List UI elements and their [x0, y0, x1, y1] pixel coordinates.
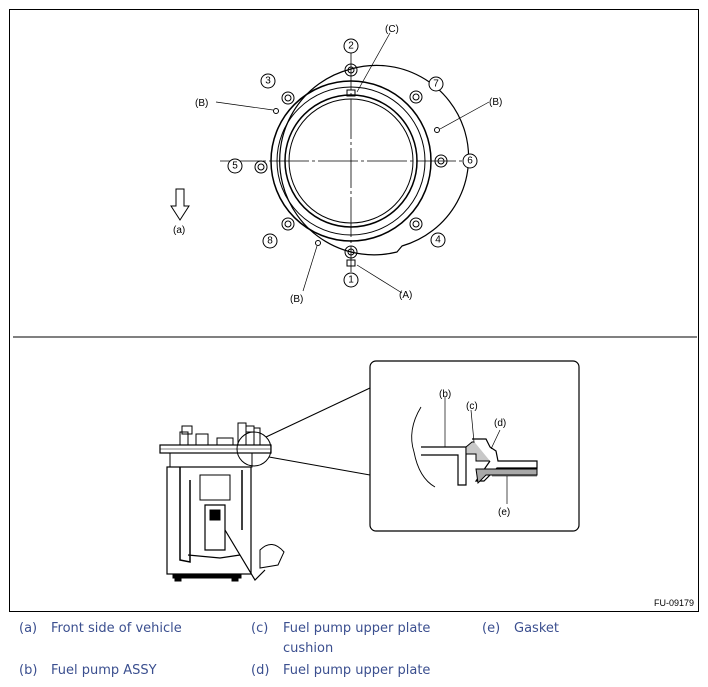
badge-8: 8 [262, 233, 278, 249]
svg-text:4: 4 [435, 235, 441, 246]
legend: (a) Front side of vehicle (b) Fuel pump … [0, 618, 708, 687]
callout-B-right: (B) [489, 97, 502, 108]
callout-e: (e) [498, 507, 510, 518]
bolt-2 [344, 63, 358, 77]
bolt-3 [281, 91, 295, 105]
flange-top-view [270, 64, 470, 256]
detail-box [369, 360, 580, 532]
svg-text:6: 6 [467, 156, 473, 167]
bolt-7 [409, 90, 423, 104]
mark-holes [273, 108, 440, 246]
svg-text:5: 5 [232, 161, 238, 172]
badge-6: 6 [462, 153, 478, 169]
bolt-6 [434, 154, 448, 168]
callout-b: (b) [439, 389, 451, 400]
callout-B-bottom: (B) [290, 294, 303, 305]
diagram-frame: 1 2 3 4 5 6 7 8 (C) (B) (B) (B) (A) (a) [9, 9, 699, 612]
legend-key: (d) [251, 663, 270, 678]
svg-text:8: 8 [267, 236, 273, 247]
alignment-tabs [346, 89, 356, 267]
legend-key: (a) [19, 621, 38, 636]
diagram-svg: 1 2 3 4 5 6 7 8 (C) (B) (B) (B) (A) (a) [13, 24, 697, 582]
callout-C: (C) [385, 24, 399, 35]
svg-text:2: 2 [348, 41, 354, 52]
callout-A: (A) [399, 290, 412, 301]
front-arrow-icon [170, 188, 190, 221]
bolt-number-badges: 1 2 3 4 5 6 7 8 [227, 38, 478, 288]
callout-d: (d) [494, 418, 506, 429]
leader-lines [215, 32, 490, 294]
bolt-8 [281, 217, 295, 231]
badge-4: 4 [430, 232, 446, 248]
svg-text:7: 7 [433, 79, 439, 90]
bolt-4 [409, 217, 423, 231]
callout-c: (c) [466, 401, 478, 412]
legend-key: (e) [482, 621, 501, 636]
badge-3: 3 [260, 73, 276, 89]
legend-key: (b) [19, 663, 38, 678]
bolt-1 [344, 245, 358, 259]
detail-magnifier [236, 387, 371, 476]
badge-1: 1 [343, 272, 359, 288]
badge-2: 2 [343, 38, 359, 54]
legend-key: (c) [251, 621, 269, 636]
legend-text: Fuel pump upper plate [283, 663, 431, 678]
legend-text: Fuel pump ASSY [51, 663, 157, 678]
bolt-5 [254, 160, 268, 174]
legend-text: Front side of vehicle [51, 621, 182, 636]
svg-text:1: 1 [348, 275, 354, 286]
svg-text:3: 3 [265, 76, 271, 87]
badge-5: 5 [227, 158, 243, 174]
legend-text: Fuel pump upper plate cushion [283, 621, 431, 656]
badge-7: 7 [428, 76, 444, 92]
figure-id: FU-09179 [653, 598, 694, 608]
center-lines [220, 50, 468, 272]
callout-a: (a) [173, 225, 185, 236]
bolt-holes [254, 63, 448, 259]
pump-assembly-side-view [159, 422, 285, 582]
callout-B-left: (B) [195, 98, 208, 109]
legend-text: Gasket [514, 621, 559, 636]
